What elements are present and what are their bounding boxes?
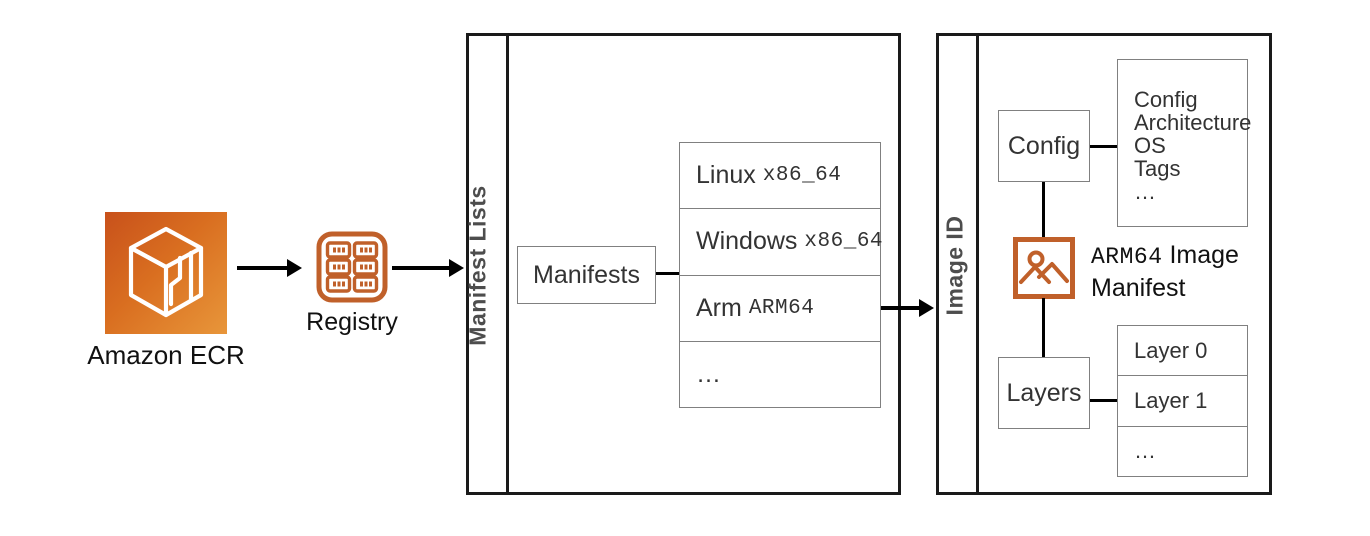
platform-row-windows[interactable]: Windows x86_64 (680, 209, 884, 276)
platform-list: Linux x86_64 Windows x86_64 Arm ARM64 … (679, 142, 884, 408)
connector-manifest-icon-to-layers (1042, 298, 1045, 358)
platform-row-arm[interactable]: Arm ARM64 (680, 276, 880, 342)
image-manifest-icon (1013, 237, 1075, 299)
manifests-node-label: Manifests (533, 260, 640, 289)
image-manifest-arch: ARM64 (1091, 244, 1163, 270)
layer-row-more[interactable]: … (1118, 427, 1247, 476)
layer-label-0: Layer 0 (1134, 337, 1208, 363)
image-manifest-caption: ARM64 Image Manifest (1091, 240, 1239, 304)
config-detail-more: … (1134, 179, 1156, 204)
arrow-registry-to-manifest-lists (392, 259, 466, 277)
config-node[interactable]: Config (998, 110, 1090, 182)
arrow-manifest-lists-to-image-id (881, 299, 939, 317)
platform-os-arm: Arm (696, 293, 742, 322)
platform-os-linux: Linux (696, 161, 756, 190)
arrow-ecr-to-registry (237, 259, 303, 277)
image-manifest-caption-line2: Manifest (1091, 274, 1186, 302)
config-node-label: Config (1007, 131, 1081, 160)
connector-config-to-details (1090, 145, 1118, 148)
connector-manifests-to-platforms (656, 272, 681, 275)
platform-row-more[interactable]: … (680, 342, 880, 407)
image-id-group-label-wrap: Image ID (885, 216, 1025, 316)
image-manifest-caption-line1-rest: Image (1162, 241, 1239, 269)
platform-arch-linux: x86_64 (762, 164, 842, 188)
layer-list: Layer 0 Layer 1 … (1117, 325, 1248, 477)
layers-node-label: Layers (1006, 378, 1082, 407)
registry-label: Registry (306, 308, 398, 336)
layers-node[interactable]: Layers (998, 357, 1090, 429)
manifest-lists-group-label: Manifest Lists (464, 185, 491, 346)
platform-row-linux[interactable]: Linux x86_64 (680, 143, 880, 210)
image-id-group-label: Image ID (941, 215, 968, 316)
platform-os-more: … (696, 359, 721, 388)
registry-icon (316, 231, 388, 303)
config-detail-config: Config (1134, 87, 1198, 112)
config-detail-os: OS (1134, 133, 1166, 158)
connector-layers-to-list (1090, 399, 1118, 402)
platform-arch-windows: x86_64 (804, 230, 884, 254)
amazon-ecr-icon (105, 212, 227, 334)
layer-label-1: Layer 1 (1134, 387, 1208, 413)
manifests-node[interactable]: Manifests (517, 246, 656, 304)
layer-row-1[interactable]: Layer 1 (1118, 376, 1247, 427)
layer-row-0[interactable]: Layer 0 (1118, 326, 1247, 377)
amazon-ecr-label: Amazon ECR (87, 340, 245, 370)
layer-label-more: … (1134, 438, 1156, 464)
platform-os-windows: Windows (696, 227, 798, 256)
config-details-panel: Config Architecture OS Tags … (1117, 59, 1252, 227)
platform-arch-arm: ARM64 (748, 296, 815, 320)
config-detail-tags: Tags (1134, 156, 1181, 181)
connector-config-to-manifest-icon (1042, 182, 1045, 238)
config-detail-architecture: Architecture (1134, 110, 1252, 135)
